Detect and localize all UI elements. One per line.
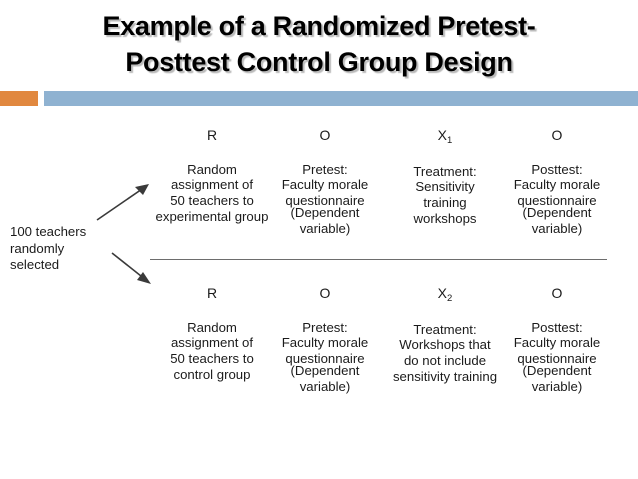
note-dependent-variable: (Dependent variable) [522,205,592,236]
cell-experimental-treatment: X1 Treatment: Sensitivity training works… [385,110,505,227]
symbol-X1: X1 [437,126,453,146]
arrow-to-control-group-icon [111,252,151,284]
cell-text: Posttest: Faculty morale questionnaire [513,319,601,367]
cell-text: Random assignment of 50 teachers to expe… [155,161,269,224]
cell-experimental-assignment: R Random assignment of 50 teachers to ex… [147,110,277,225]
symbol-O: O [319,284,331,301]
symbol-R: R [206,126,218,143]
accent-bar-orange [0,91,38,106]
cell-text: Posttest: Faculty morale questionnaire [513,161,601,209]
cell-text: Treatment: Workshops that do not include… [392,321,498,384]
research-design-diagram: 100 teachers randomly selected R Random … [0,110,638,410]
cell-control-assignment: R Random assignment of 50 teachers to co… [147,268,277,383]
source-population-label: 100 teachers randomly selected [10,224,87,272]
symbol-subscript: 2 [447,292,453,304]
symbol-R: R [206,284,218,301]
symbol-subscript: 1 [447,134,453,146]
cell-text: Pretest: Faculty morale questionnaire [281,319,369,367]
symbol-O: O [551,126,563,143]
symbol-X2: X2 [437,284,453,304]
cell-text: Treatment: Sensitivity training workshop… [413,163,477,226]
arrow-to-experimental-group-icon [96,184,149,221]
accent-bar-blue [44,91,638,106]
symbol-O: O [319,126,331,143]
cell-control-pretest: O Pretest: Faculty morale questionnaire [265,268,385,367]
cell-text: Random assignment of 50 teachers to cont… [170,319,254,382]
cell-control-treatment: X2 Treatment: Workshops that do not incl… [380,268,510,385]
cell-experimental-pretest: O Pretest: Faculty morale questionnaire [265,110,385,209]
symbol-O: O [551,284,563,301]
cell-control-posttest: O Posttest: Faculty morale questionnaire [495,268,619,367]
page-title: Example of a Randomized Pretest- Posttes… [102,11,536,77]
cell-experimental-posttest: O Posttest: Faculty morale questionnaire [495,110,619,209]
note-dependent-variable: (Dependent variable) [290,205,360,236]
cell-text: Pretest: Faculty morale questionnaire [281,161,369,209]
note-dependent-variable: (Dependent variable) [522,363,592,394]
note-dependent-variable: (Dependent variable) [290,363,360,394]
group-divider [150,259,607,260]
